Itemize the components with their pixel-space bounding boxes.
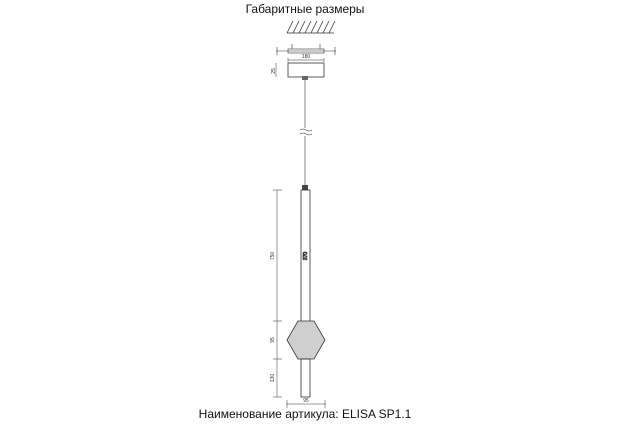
tube-length-label: 370: [303, 252, 309, 261]
ceiling-hatch: [286, 20, 336, 34]
total-height-label: 750: [270, 252, 276, 261]
bottom-length-label: 130: [270, 374, 276, 383]
drawing-title: Габаритные размеры: [245, 2, 365, 16]
hexagon-shade: [286, 320, 326, 360]
upper-tube: 370: [300, 189, 311, 324]
lower-tube: [300, 358, 311, 398]
diameter-label: 95: [303, 398, 309, 404]
shade-height-label: 95: [270, 337, 276, 343]
canopy-height-label: 25: [271, 68, 277, 74]
canopy: 180 25: [271, 54, 325, 80]
suspension-cable: [299, 80, 313, 190]
diameter-dimension: [286, 400, 326, 408]
mounting-plate: [276, 44, 336, 55]
height-dimensions: [273, 189, 282, 398]
article-caption: Наименование артикула: ELISA SP1.1: [198, 407, 412, 421]
canopy-width-label: 180: [302, 54, 311, 60]
